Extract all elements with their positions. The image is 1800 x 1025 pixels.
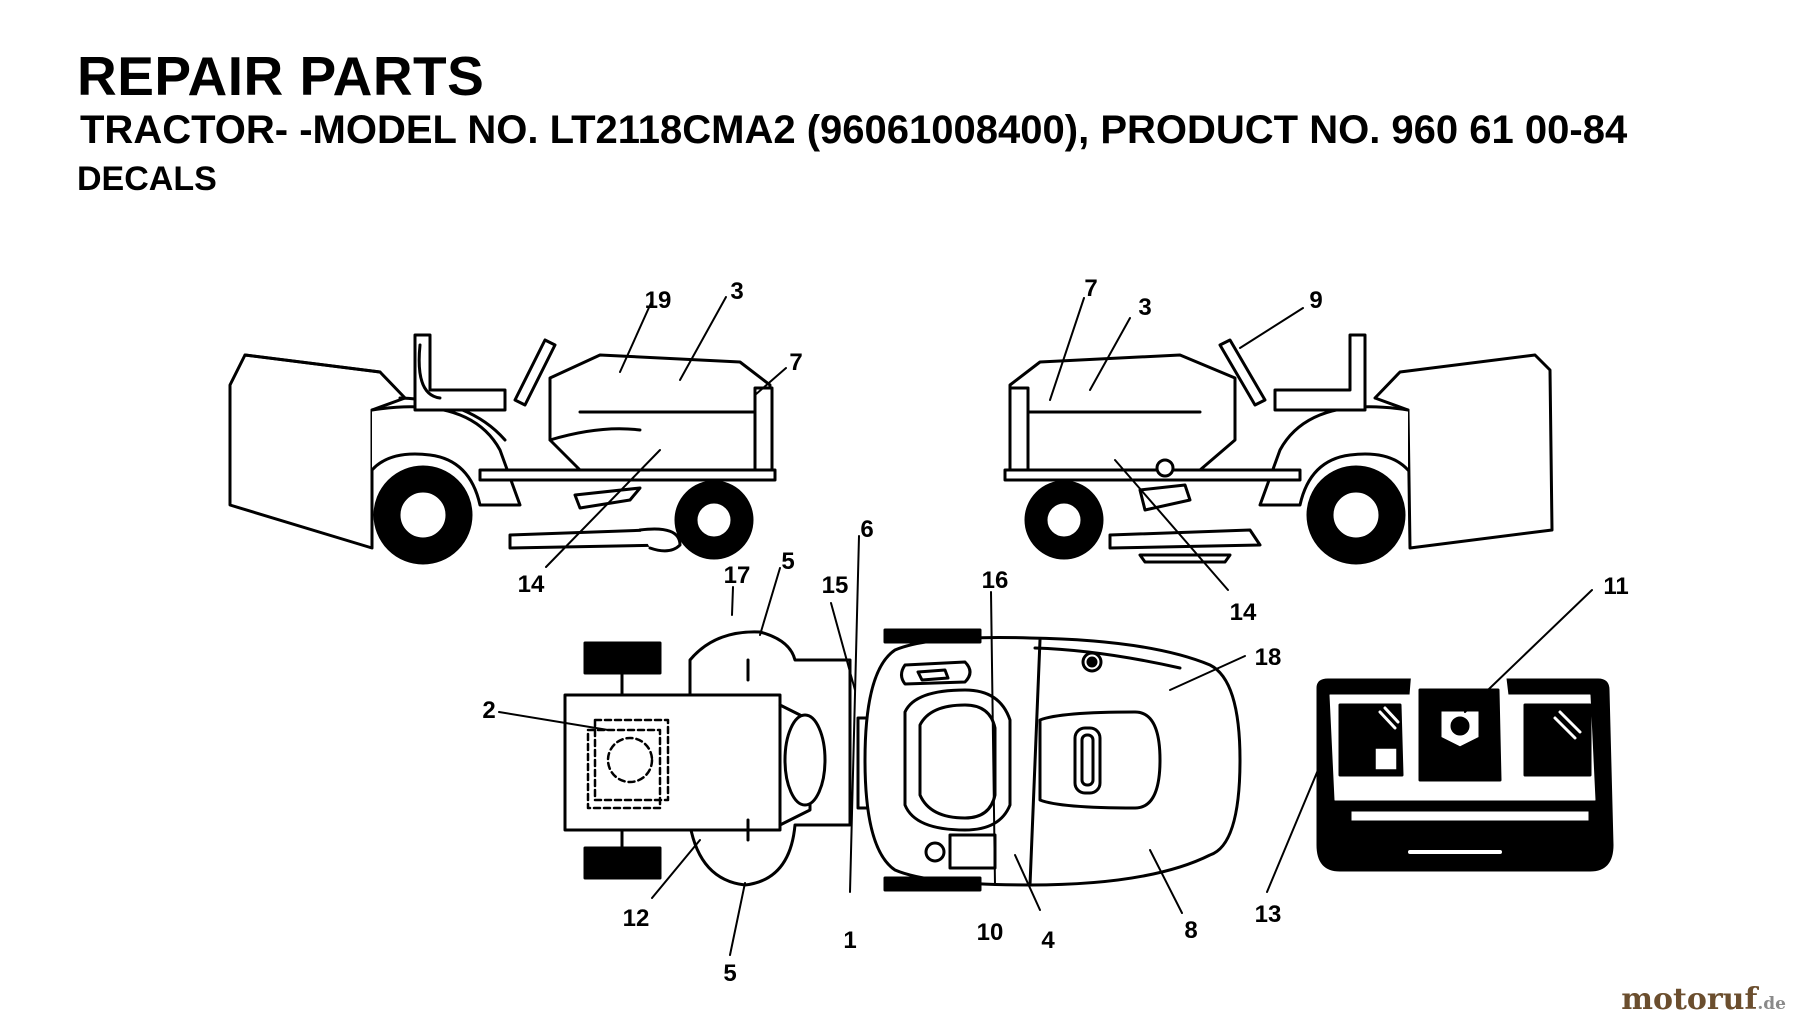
callout-1: 1 bbox=[843, 927, 856, 954]
callout-labels: 19 3 7 14 7 3 9 14 2 17 5 6 15 16 18 12 … bbox=[482, 275, 1628, 987]
callout-12: 12 bbox=[623, 905, 650, 932]
callout-14: 14 bbox=[1230, 599, 1257, 626]
callout-18: 18 bbox=[1255, 644, 1282, 671]
callout-5: 5 bbox=[781, 548, 794, 575]
callout-16: 16 bbox=[982, 567, 1009, 594]
callout-2: 2 bbox=[482, 697, 495, 724]
leader-lines bbox=[498, 296, 1593, 956]
callout-3: 3 bbox=[730, 278, 743, 305]
callout-8: 8 bbox=[1184, 917, 1197, 944]
page-title: REPAIR PARTS bbox=[77, 45, 485, 107]
callout-14: 14 bbox=[518, 571, 545, 598]
tractor-right-side-view bbox=[1003, 333, 1554, 565]
model-subtitle: TRACTOR- -MODEL NO. LT2118CMA2 (96061008… bbox=[80, 108, 1628, 152]
callout-13: 13 bbox=[1255, 901, 1282, 928]
watermark-logo: motoruf.de bbox=[1621, 982, 1786, 1017]
callout-4: 4 bbox=[1041, 927, 1055, 954]
callout-5: 5 bbox=[723, 960, 736, 987]
dash-panel-detail bbox=[1316, 669, 1614, 872]
callout-15: 15 bbox=[822, 572, 849, 599]
tractor-top-view bbox=[563, 628, 1242, 892]
callout-7: 7 bbox=[789, 349, 802, 376]
section-title: DECALS bbox=[77, 160, 217, 198]
callout-7: 7 bbox=[1084, 275, 1097, 302]
callout-3: 3 bbox=[1138, 294, 1151, 321]
tractor-left-side-view bbox=[228, 333, 777, 565]
callout-11: 11 bbox=[1603, 573, 1628, 600]
callout-19: 19 bbox=[645, 287, 672, 314]
callout-9: 9 bbox=[1309, 287, 1322, 314]
callout-10: 10 bbox=[977, 919, 1004, 946]
callout-6: 6 bbox=[860, 516, 873, 543]
callout-17: 17 bbox=[724, 562, 751, 589]
